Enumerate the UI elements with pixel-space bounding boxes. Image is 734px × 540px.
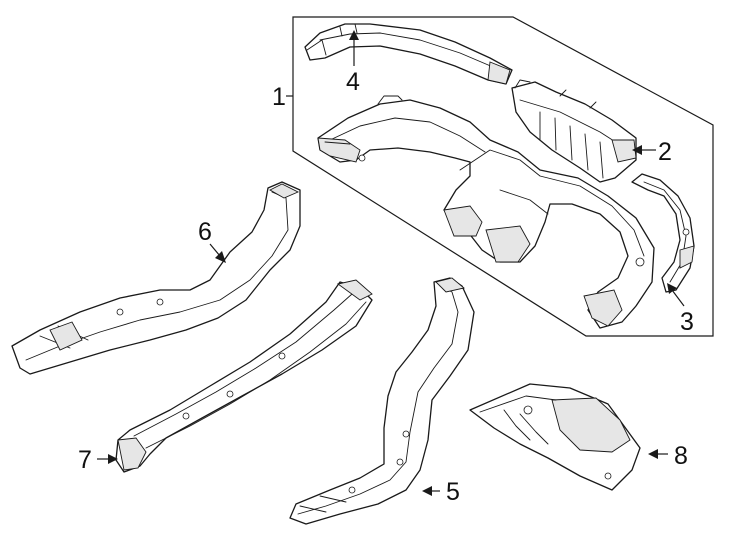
callout-6: 6 [198,218,212,246]
leader-3 [671,289,685,307]
part-3-side-duct[interactable] [631,173,695,293]
part-6-left-floor-duct[interactable] [11,181,301,375]
callout-4: 4 [346,68,360,96]
callout-7: 7 [78,446,92,474]
part-5-right-floor-duct[interactable] [289,277,475,525]
part-8-duct-cover[interactable] [469,383,641,491]
part-2-vent-housing[interactable] [511,79,637,183]
arrow-8 [648,449,658,459]
assembly-box [292,16,714,337]
part-4-upper-duct[interactable] [304,23,513,85]
arrow-2 [632,145,642,155]
part-main-dash-duct[interactable] [317,95,655,329]
arrow-4 [349,30,359,40]
arrow-6 [215,251,226,263]
arrow-7 [108,454,118,464]
part-7-center-floor-duct[interactable] [115,279,373,473]
arrow-5 [422,486,432,496]
callout-2: 2 [658,138,672,166]
callout-8: 8 [674,442,688,470]
callout-5: 5 [446,478,460,506]
callout-3: 3 [680,308,694,336]
callout-1: 1 [272,83,286,111]
arrow-3 [667,283,677,294]
leader-6 [209,243,221,257]
